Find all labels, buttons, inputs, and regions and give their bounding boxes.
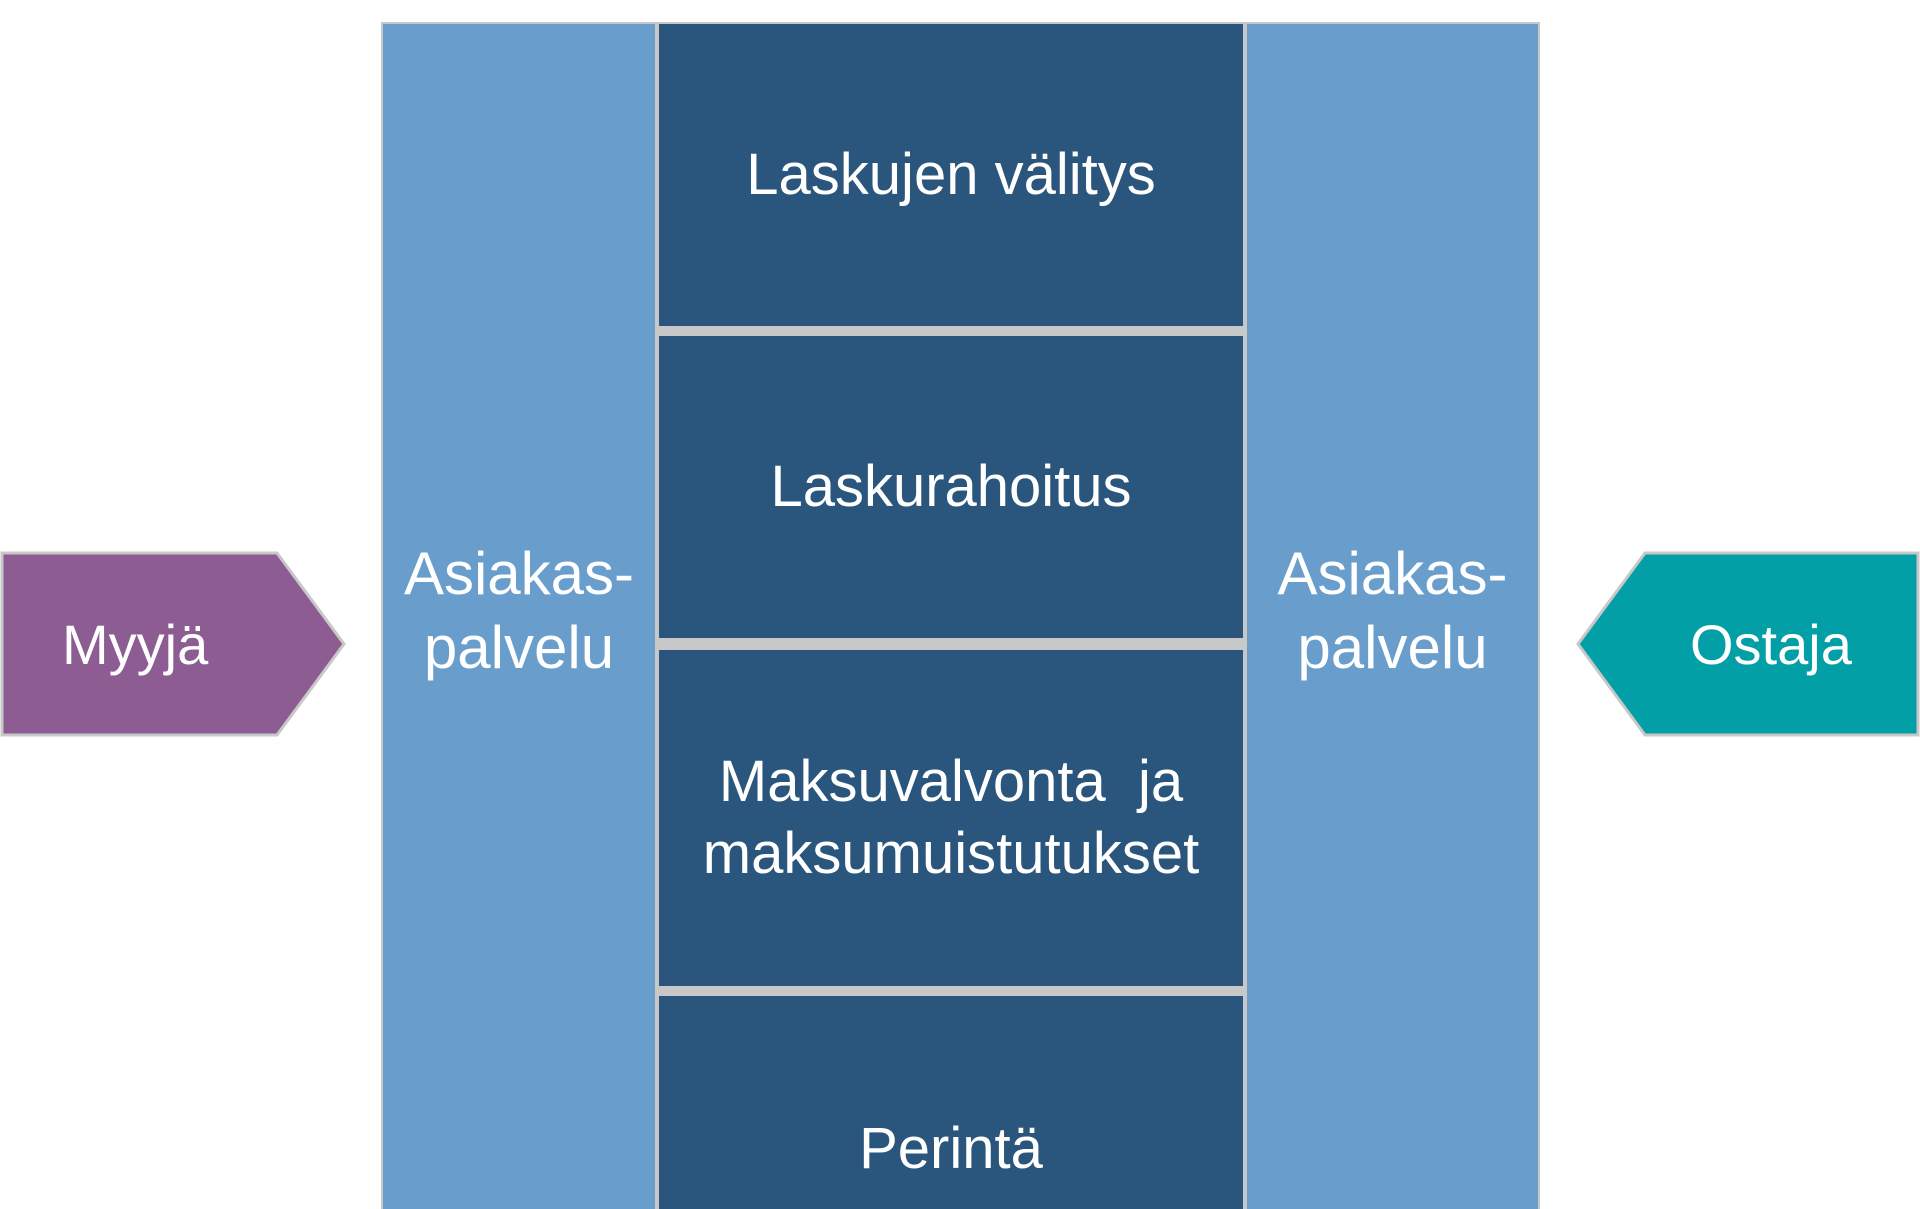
invoice-financing-box: Laskurahoitus	[659, 336, 1243, 638]
collection-label: Perintä	[859, 1116, 1043, 1181]
buyer-arrow: Ostaja	[1574, 551, 1920, 737]
buyer-label: Ostaja	[1690, 612, 1852, 676]
seller-arrow-shape	[0, 551, 346, 737]
right-customer-service-line1: Asiakas-	[1277, 539, 1508, 607]
center-service-stack: Laskujen välitys Laskurahoitus Maksuvalv…	[657, 22, 1245, 1209]
left-customer-service-label: Asiakas- palvelu	[404, 537, 634, 685]
left-customer-service-column: Asiakas- palvelu	[381, 22, 657, 1209]
invoice-delivery-box: Laskujen välitys	[659, 24, 1243, 326]
left-customer-service-line1: Asiakas-	[403, 539, 635, 607]
right-customer-service-line2: palvelu	[1297, 613, 1488, 681]
invoice-financing-label: Laskurahoitus	[770, 454, 1132, 519]
payment-monitoring-box: Maksuvalvonta ja maksumuistutukset	[659, 650, 1243, 986]
seller-label: Myyjä	[62, 612, 209, 676]
left-customer-service-line2: palvelu	[423, 613, 615, 681]
right-customer-service-column: Asiakas- palvelu	[1245, 22, 1540, 1209]
right-customer-service-label: Asiakas- palvelu	[1277, 537, 1507, 685]
buyer-arrow-shape	[1576, 551, 1920, 737]
payment-monitoring-line1: Maksuvalvonta ja	[718, 749, 1184, 814]
payment-monitoring-label: Maksuvalvonta ja maksumuistutukset	[703, 746, 1199, 890]
payment-monitoring-line2: maksumuistutukset	[702, 821, 1200, 886]
invoice-delivery-label: Laskujen välitys	[746, 142, 1156, 207]
collection-box: Perintä	[659, 996, 1243, 1209]
seller-arrow: Myyjä	[0, 551, 348, 737]
